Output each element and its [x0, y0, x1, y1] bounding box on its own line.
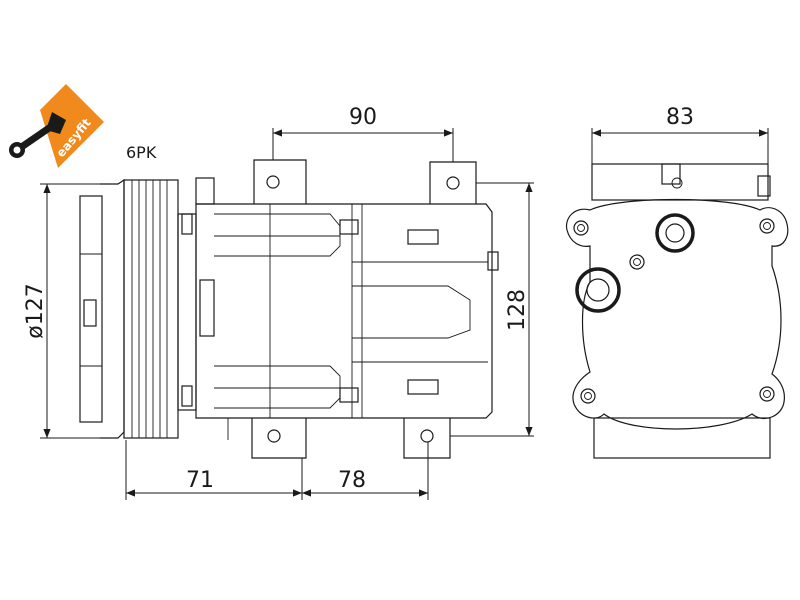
clutch-hub	[177, 213, 197, 411]
logo-badge	[40, 84, 104, 168]
pulley-grooves	[131, 180, 168, 438]
mount-ear-bottom-left	[251, 418, 307, 459]
mount-ear-bottom-right	[403, 418, 451, 459]
dim-128-label: 128	[505, 289, 530, 331]
bolt-hole-bl	[580, 388, 596, 404]
bolt-hole-tr	[759, 218, 775, 234]
dimension-height: 128	[450, 182, 534, 437]
mount-ear-top-right	[429, 161, 477, 204]
dimension-top-width: 90	[272, 105, 454, 162]
dim-78-label: 78	[338, 468, 366, 493]
pulley	[79, 178, 179, 439]
port-lower	[575, 267, 621, 313]
compressor-body	[195, 177, 499, 440]
belt-label: 6PK	[126, 143, 157, 162]
wrench-icon	[9, 112, 66, 158]
dimension-side-width: 83	[591, 105, 769, 164]
dim-90-label: 90	[349, 105, 377, 130]
dim-71-label: 71	[186, 468, 214, 493]
dimension-pulley-diameter: ø127	[23, 183, 100, 439]
mount-ear-top-left	[253, 159, 307, 204]
bolt-hole-tl	[573, 220, 589, 236]
dim-127-label: ø127	[23, 283, 48, 338]
small-port	[629, 254, 645, 270]
port-upper	[655, 213, 695, 253]
easyfit-logo: easyfit	[9, 84, 104, 168]
dim-83-label: 83	[666, 105, 694, 130]
bolt-hole-br	[759, 386, 775, 402]
dimension-bottom: 71 78	[125, 440, 429, 500]
rear-view	[565, 163, 789, 459]
